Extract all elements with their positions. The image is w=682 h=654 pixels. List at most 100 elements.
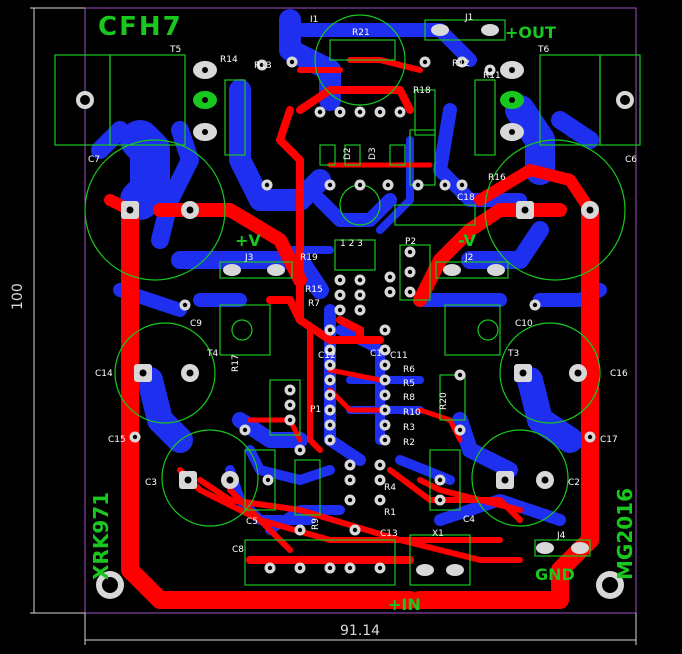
pad-hole-57 [347,497,353,503]
label-r3: R3 [403,423,415,433]
label-r14: R14 [220,55,238,65]
connector-pad-8 [416,564,434,576]
label-c4: C4 [463,515,475,525]
label-c16: C16 [610,369,628,379]
cap-hole-11 [541,476,549,484]
pad-hole-54 [377,462,383,468]
author-left: XRK971 [89,492,113,580]
label-c7: C7 [88,155,100,165]
label-d2: D2 [343,147,353,160]
pad-hole-59 [352,527,358,533]
pad-hole-29 [357,307,363,313]
board-title: CFH7 [98,12,183,42]
label-c18: C18 [457,193,475,203]
pad-hole-41 [382,377,388,383]
connector-pad-5 [487,264,505,276]
pad-hole-19 [407,249,413,255]
label-p1: P1 [310,405,321,415]
pad-hole-20 [407,269,413,275]
label-p2: P2 [405,237,416,247]
pad-hole-44 [382,422,388,428]
transistor-hole-1 [202,97,208,103]
label-c11: C11 [390,351,408,361]
in-label: +IN [388,595,421,614]
label-r9: R9 [311,518,321,530]
cap-hole-2 [521,206,529,214]
pad-hole-16 [442,182,448,188]
connector-pad-9 [446,564,464,576]
label-i1: I1 [310,15,318,25]
dimension-height: 100 [10,283,26,310]
pad-hole-33 [327,377,333,383]
label-r11: R11 [483,71,501,81]
label-r20: R20 [439,392,449,410]
label-c13: C13 [380,529,398,539]
pad-hole-11 [397,109,403,115]
label-r13: R13 [254,61,272,71]
pad-hole-39 [382,347,388,353]
pad-hole-24 [337,277,343,283]
top-copper-layer [104,57,599,609]
label-c12: C12 [318,351,336,361]
pad-hole-65 [377,565,383,571]
label-c5: C5 [246,517,258,527]
label-r16: R16 [488,173,506,183]
pad-hole-53 [347,462,353,468]
pad-hole-15 [415,182,421,188]
label-t6: T6 [537,45,549,55]
pad-hole-67 [437,497,443,503]
board-outline [84,7,637,614]
transistor-hole-2 [202,129,208,135]
pad-hole-52 [297,447,303,453]
pad-hole-40 [382,362,388,368]
label-d3: D3 [368,147,378,160]
gnd-label: GND [535,565,575,584]
pad-hole-32 [327,362,333,368]
pad-hole-58 [377,497,383,503]
pad-hole-35 [327,407,333,413]
label-j1: J1 [464,13,473,23]
pad-hole-2 [289,59,295,65]
pad-hole-38 [382,327,388,333]
label-t5: T5 [169,45,181,55]
pad-hole-34 [327,392,333,398]
label-t3: T3 [507,349,519,359]
pad-hole-17 [264,182,270,188]
pad-hole-46 [287,387,293,393]
connector-pad-4 [443,264,461,276]
component-labels: T5 T6 R14 R13 R12 R11 I1 R21 J1 R18 R16 … [88,13,637,555]
label-c8: C8 [232,545,244,555]
pad-hole-49 [242,427,248,433]
pad-hole-51 [457,372,463,378]
pad-hole-30 [327,327,333,333]
mounting-holes [76,91,634,599]
silk-outlines [54,14,641,586]
label-r6: R6 [403,365,415,375]
dimension-width: 91.14 [340,623,380,639]
pad-hole-62 [297,565,303,571]
label-t4: T4 [206,349,218,359]
transistor-hole-5 [509,129,515,135]
pad-hole-50 [457,427,463,433]
cap-hole-1 [186,206,194,214]
cap-hole-7 [574,369,582,377]
label-c9: C9 [190,319,202,329]
pad-hole-3 [422,59,428,65]
cap-hole-8 [184,476,192,484]
pad-hole-71 [132,434,138,440]
connector-pad-2 [223,264,241,276]
dimension-lines [30,7,637,645]
connector-pad-3 [267,264,285,276]
pad-hole-37 [327,437,333,443]
pad-hole-7 [317,109,323,115]
connector-pad-1 [481,24,499,36]
pad-hole-21 [387,274,393,280]
label-j2: J2 [464,253,473,263]
pad-hole-47 [287,402,293,408]
pad-hole-26 [337,292,343,298]
pad-hole-4 [459,59,465,65]
cap-hole-5 [186,369,194,377]
pad-hole-13 [357,182,363,188]
pads [121,24,599,576]
